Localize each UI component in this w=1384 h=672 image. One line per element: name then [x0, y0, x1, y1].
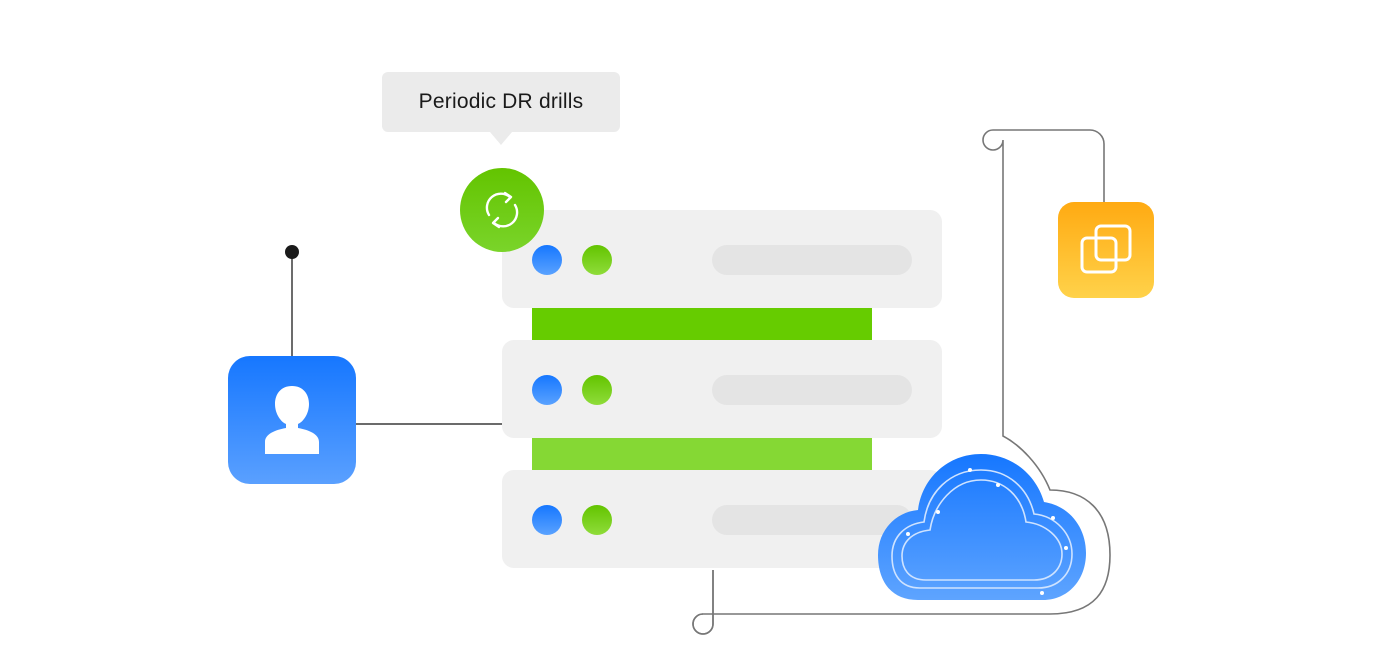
server-bar — [712, 245, 912, 275]
status-dot-green — [582, 505, 612, 535]
cloud-icon — [878, 454, 1086, 600]
tooltip-label: Periodic DR drills — [418, 90, 584, 113]
sync-arrows-icon — [485, 191, 519, 229]
status-dot-green — [582, 245, 612, 275]
server-unit-2 — [502, 340, 942, 438]
status-dot-blue — [532, 245, 562, 275]
status-dot-blue — [532, 375, 562, 405]
status-dot-green — [582, 375, 612, 405]
sync-badge — [460, 168, 544, 252]
server-connector-1 — [532, 308, 872, 340]
server-unit-1 — [502, 210, 942, 308]
drill-tooltip: Periodic DR drills — [382, 72, 620, 145]
server-bar — [712, 375, 912, 405]
server-unit-3 — [502, 470, 942, 568]
copy-icon — [1080, 224, 1132, 274]
user-stem-dot — [285, 245, 299, 259]
user-icon — [265, 386, 319, 454]
replica-tile — [1058, 202, 1154, 298]
status-dot-blue — [532, 505, 562, 535]
server-bar — [712, 505, 912, 535]
user-tile — [228, 356, 356, 484]
server-connector-2 — [532, 438, 872, 470]
